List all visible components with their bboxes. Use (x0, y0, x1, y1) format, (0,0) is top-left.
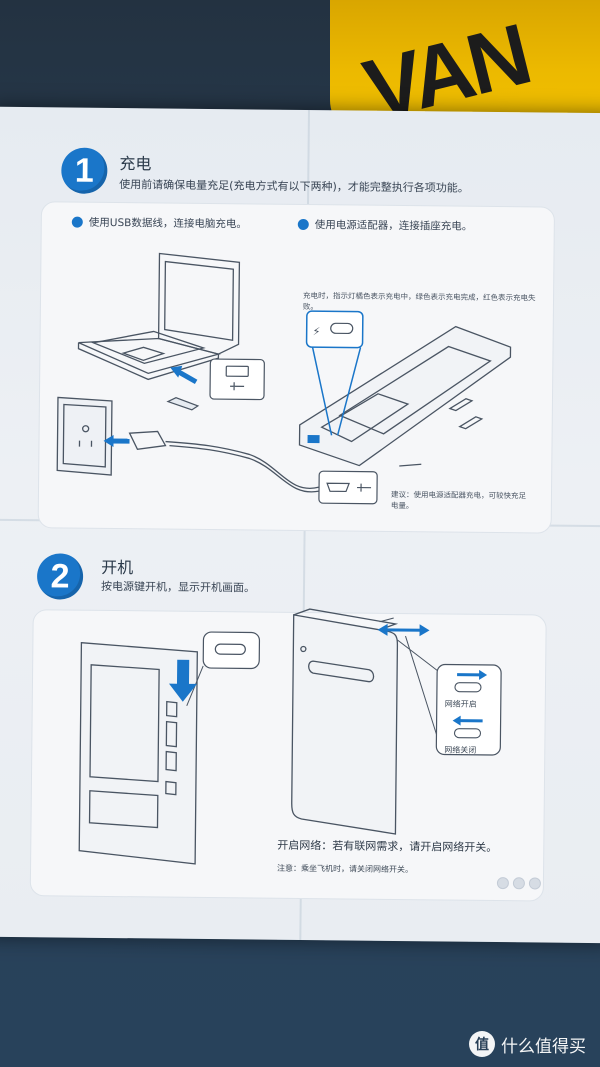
step2-panel: 网络开启 网络关闭 开启网络：若有联网需求，请开启网络开关。 注意：乘坐飞机时，… (29, 608, 547, 902)
step1-number-badge: 1 (61, 147, 108, 194)
step1-title: 充电 (119, 154, 152, 174)
ereader-charging-illustration (298, 325, 512, 467)
usb-port-callout (166, 358, 265, 411)
step1-panel: 使用USB数据线，连接电脑充电。 使用电源适配器，连接插座充电。 (37, 201, 556, 534)
network-on-label: 网络开启 (444, 699, 477, 709)
bullet-dot-icon (297, 218, 309, 231)
svg-text:⚡: ⚡ (313, 325, 321, 338)
step2-subtitle: 按电源键开机，显示开机画面。 (100, 579, 256, 595)
flight-note: 注意：乘坐飞机时，请关闭网络开关。 (277, 863, 414, 875)
adapter-bullet-text: 使用电源适配器，连接插座充电。 (314, 219, 473, 233)
power-adapter-cable (128, 430, 336, 493)
power-button-callout (168, 631, 261, 706)
page-dots (496, 877, 541, 890)
step1-subtitle: 使用前请确保电量充足(充电方式有以下两种)，才能完整执行各项功能。 (119, 178, 469, 195)
watermark: 值 什么值得买 (469, 1031, 586, 1057)
wall-socket-illustration (56, 396, 130, 476)
usb-bullet: 使用USB数据线，连接电脑充电。 (71, 215, 247, 232)
page-dot (496, 877, 509, 890)
advice-note: 建议：使用电源适配器充电，可较快充足电量。 (390, 489, 527, 510)
instruction-sheet: 1 充电 使用前请确保电量充足(充电方式有以下两种)，才能完整执行各项功能。 使… (0, 106, 600, 944)
led-indicator-callout: ⚡ (305, 310, 364, 436)
laptop-illustration (77, 252, 241, 381)
led-note: 充电时，指示灯橘色表示充电中，绿色表示充电完成，红色表示充电失败。 (302, 290, 536, 311)
network-switch-callout (397, 635, 502, 756)
page-dot (512, 877, 525, 890)
step2-title: 开机 (101, 557, 134, 578)
bullet-dot-icon (71, 216, 83, 228)
network-switch-arrow-icon (377, 623, 430, 637)
adapter-bullet: 使用电源适配器，连接插座充电。 (297, 217, 473, 234)
ereader-back-illustration (291, 608, 399, 835)
step2-number-badge: 2 (36, 553, 84, 600)
usb-bullet-text: 使用USB数据线，连接电脑充电。 (88, 216, 247, 231)
micro-usb-port-callout (318, 470, 378, 505)
network-off-label: 网络关闭 (444, 745, 477, 755)
page-dot (528, 877, 541, 890)
ereader-front-illustration (78, 641, 198, 865)
watermark-text: 什么值得买 (501, 1036, 586, 1057)
network-instruction: 开启网络：若有联网需求，请开启网络开关。 (277, 838, 498, 855)
watermark-logo: 值 (469, 1031, 495, 1057)
